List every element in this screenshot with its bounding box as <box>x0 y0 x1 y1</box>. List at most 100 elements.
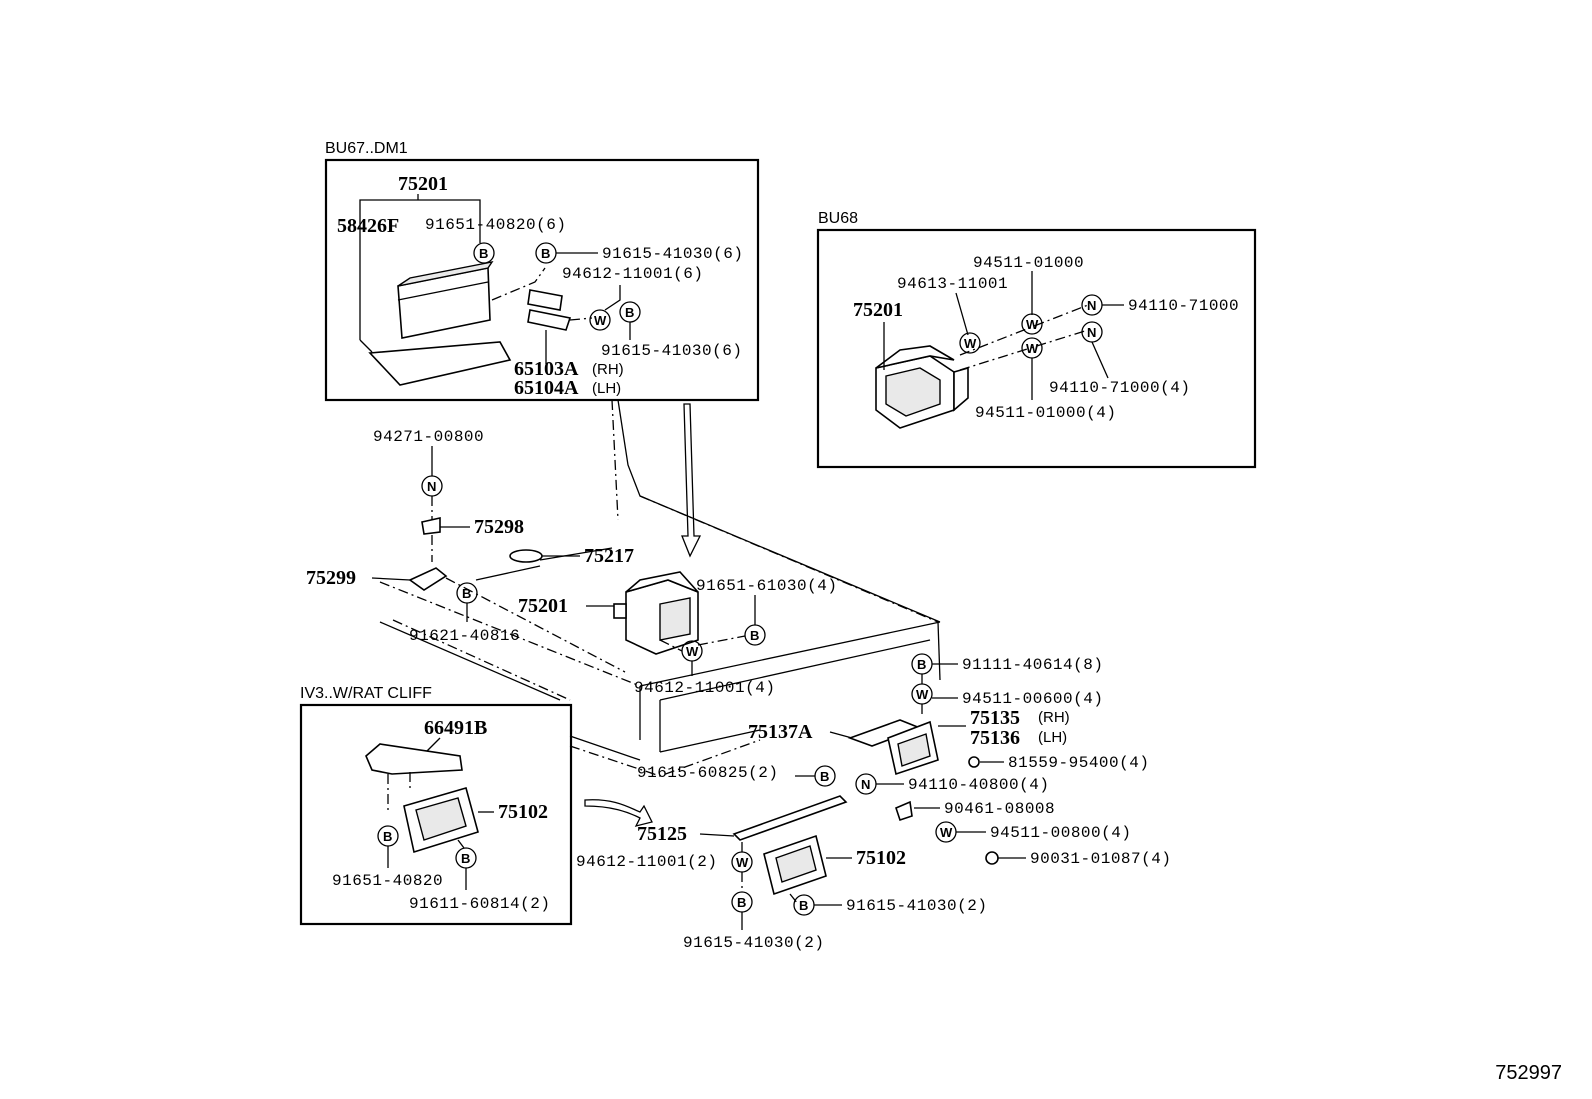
part-label-65104a: 65104A <box>514 377 579 399</box>
svg-text:N: N <box>1087 325 1096 340</box>
svg-text:W: W <box>964 336 977 351</box>
part-label-75201: 75201 <box>398 173 448 195</box>
part-label-66491b: 66491B <box>424 717 487 739</box>
bolt-symbol: B <box>456 582 478 604</box>
callout-arrow <box>681 403 702 558</box>
inset-iv3: IV3..W/RAT CLIFF 66491B 75102 B 91651-40… <box>299 685 573 926</box>
nut-symbol: N <box>1081 294 1103 316</box>
part-label-91651-61030: 91651-61030(4) <box>696 577 837 595</box>
svg-text:W: W <box>916 687 929 702</box>
diagram-code: 752997 <box>1495 1062 1562 1084</box>
part-label-94110-71000: 94110-71000 <box>1128 297 1239 315</box>
part-label-91615-60825: 91615-60825(2) <box>637 764 778 782</box>
washer-symbol: W <box>589 309 611 331</box>
svg-text:B: B <box>462 586 471 601</box>
radio-unit-75201-drawing <box>397 260 494 339</box>
section-label-bu67: BU67..DM1 <box>325 140 408 157</box>
washer-symbol: W <box>1021 313 1043 335</box>
bolt-symbol: B <box>744 624 766 646</box>
callout-arrow <box>584 799 653 827</box>
part-label-91615-41030: 91615-41030(6) <box>602 245 743 263</box>
bolt-symbol: B <box>377 825 399 847</box>
inset-bu68: BU68 94511-01000 94613-11001 75201 W W W… <box>816 210 1257 469</box>
part-label-94110-71000: 94110-71000(4) <box>1049 379 1190 397</box>
bracket-75299-drawing <box>408 567 448 591</box>
svg-text:W: W <box>1026 341 1039 356</box>
washer-symbol: W <box>935 821 957 843</box>
svg-text:W: W <box>736 855 749 870</box>
side-label-lh: (LH) <box>1038 729 1067 746</box>
svg-text:W: W <box>686 644 699 659</box>
part-label-91615-41030: 91615-41030(2) <box>683 934 824 952</box>
part-label-75299: 75299 <box>306 567 356 589</box>
part-label-94612-11001: 94612-11001(2) <box>576 853 717 871</box>
part-label-91111-40614: 91111-40614(8) <box>962 656 1103 674</box>
housing-opening <box>897 733 931 767</box>
washer-symbol: W <box>911 683 933 705</box>
bolt-symbol: B <box>473 242 495 264</box>
svg-text:W: W <box>1026 317 1039 332</box>
nut-symbol: N <box>421 475 443 497</box>
washer-symbol: W <box>681 640 703 662</box>
part-label-75102: 75102 <box>856 847 906 869</box>
inset-frame-iv3 <box>299 703 573 926</box>
svg-text:B: B <box>479 246 488 261</box>
side-label-rh: (RH) <box>592 361 624 378</box>
bracket-75125-drawing <box>732 795 848 841</box>
part-label-91621-40816: 91621-40816 <box>409 627 520 645</box>
svg-text:N: N <box>861 777 870 792</box>
clip-75298-drawing <box>421 517 441 535</box>
part-label-75217: 75217 <box>584 545 634 567</box>
svg-text:B: B <box>461 851 470 866</box>
svg-text:B: B <box>541 246 550 261</box>
part-label-75201: 75201 <box>518 595 568 617</box>
part-label-91651-40820: 91651-40820 <box>332 872 443 890</box>
bracket-65103a-drawing <box>527 289 572 331</box>
part-label-94613-11001: 94613-11001 <box>897 275 1008 293</box>
part-label-75125: 75125 <box>637 823 687 845</box>
side-label-lh: (LH) <box>592 380 621 397</box>
clip-90461-drawing <box>895 800 913 822</box>
svg-text:B: B <box>625 305 634 320</box>
washer-symbol: W <box>1021 337 1043 359</box>
main-assembly: 94271-00800 N 75298 75217 75299 B 91621-… <box>306 403 1171 952</box>
part-label-65103a: 65103A <box>514 358 579 380</box>
screw-81559-drawing <box>968 756 980 768</box>
svg-text:B: B <box>799 898 808 913</box>
bolt-symbol: B <box>619 301 641 323</box>
svg-text:W: W <box>594 313 607 328</box>
section-label-iv3: IV3..W/RAT CLIFF <box>300 685 432 702</box>
section-label-bu68: BU68 <box>818 210 858 227</box>
svg-text:B: B <box>820 769 829 784</box>
bolt-symbol: B <box>911 653 933 675</box>
part-label-90031-01087: 90031-01087(4) <box>1030 850 1171 868</box>
bolt-symbol: B <box>814 765 836 787</box>
part-label-75137a: 75137A <box>748 721 813 743</box>
part-label-94511-01000: 94511-01000 <box>973 254 1084 272</box>
part-label-94612-11001: 94612-11001(4) <box>634 679 775 697</box>
tray-58426f <box>368 341 512 386</box>
washer-symbol: W <box>959 332 981 354</box>
bolt-symbol: B <box>731 891 753 913</box>
part-label-94612-11001: 94612-11001(6) <box>562 265 703 283</box>
part-label-75136: 75136 <box>970 727 1020 749</box>
nut-symbol: N <box>855 773 877 795</box>
svg-text:N: N <box>1087 298 1096 313</box>
plate-75102-drawing <box>763 834 827 896</box>
inset-frame-bu68 <box>816 228 1257 469</box>
part-label-94511-01000: 94511-01000(4) <box>975 404 1116 422</box>
part-label-75135: 75135 <box>970 707 1020 729</box>
plate-75102-drawing <box>403 787 479 854</box>
part-label-94511-00600: 94511-00600(4) <box>962 690 1103 708</box>
part-label-81559-95400: 81559-95400(4) <box>1008 754 1149 772</box>
vehicle-body-outline <box>379 399 941 777</box>
screw-90031-drawing <box>985 851 999 865</box>
part-label-75201: 75201 <box>853 299 903 321</box>
part-label-91651-40820: 91651-40820(6) <box>425 216 566 234</box>
inset-bu67: BU67..DM1 75201 58426F 91651-40820(6) B … <box>324 140 760 402</box>
radio-unit-75201-drawing <box>613 571 699 655</box>
nut-symbol: N <box>1081 321 1103 343</box>
part-label-94271-00800: 94271-00800 <box>373 428 484 446</box>
part-label-90461-08008: 90461-08008 <box>944 800 1055 818</box>
